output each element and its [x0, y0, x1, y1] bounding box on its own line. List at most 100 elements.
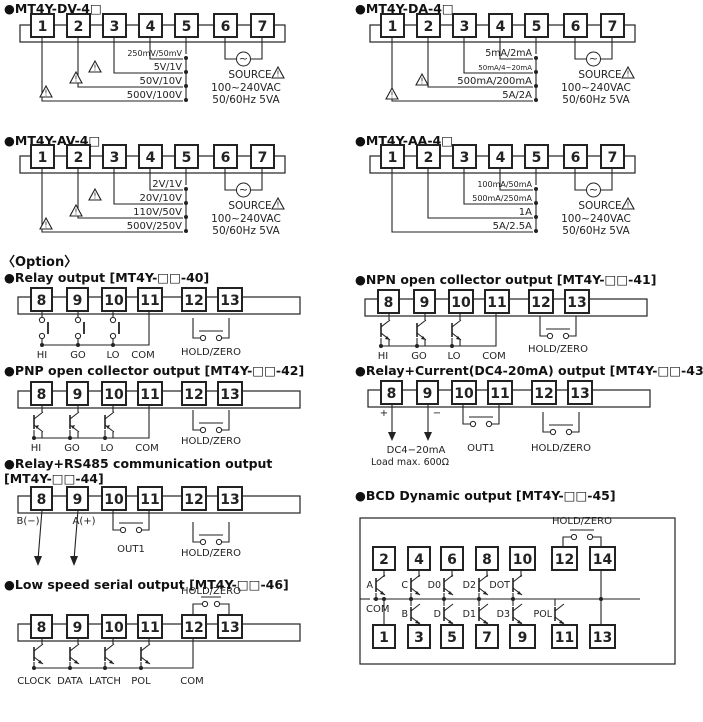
hold-zero-label: HOLD/ZERO — [552, 516, 612, 527]
ac-wave-icon: ~ — [239, 183, 248, 196]
warning-icon-mark: ! — [420, 77, 423, 86]
terminal-label-13: 13 — [220, 293, 239, 309]
transistor-arrow — [109, 660, 114, 664]
terminal-label-7: 7 — [608, 150, 618, 166]
terminal-label-10: 10 — [104, 492, 124, 508]
terminal-label-11: 11 — [490, 386, 509, 402]
terminal-label-4: 4 — [146, 150, 156, 166]
common-wire — [381, 313, 497, 347]
hold-wire — [542, 412, 551, 433]
terminal-label-9: 9 — [73, 492, 83, 508]
terminal-10 — [101, 486, 127, 511]
range-wire — [391, 99, 533, 102]
signal-arrow-icon — [34, 556, 42, 566]
warning-icon-mark: ! — [74, 208, 77, 217]
source-frequency: 50/60Hz 5VA — [562, 94, 630, 106]
warning-icon — [415, 72, 429, 86]
option-heading: 〈Option〉 — [2, 255, 78, 270]
bcd-com-label: COM — [366, 604, 389, 615]
hold-contact — [201, 600, 209, 608]
range-label: 500V/100V — [127, 90, 182, 101]
hold-wire — [592, 536, 602, 547]
terminal-13 — [217, 614, 243, 639]
range-label: 100mA/50mA — [477, 180, 532, 189]
hold-contact — [485, 420, 493, 428]
terminal-label-5: 5 — [447, 630, 457, 646]
terminal-label-1: 1 — [38, 19, 48, 35]
transistor-arrow — [71, 425, 75, 429]
terminal-label-6: 6 — [571, 19, 581, 35]
relay-contact — [74, 332, 82, 340]
hold-wire — [562, 536, 572, 547]
title-dv: ●MT4Y-DV-4□ — [4, 1, 102, 16]
terminal-label-8: 8 — [37, 492, 47, 508]
bcd-label-d0: D0 — [428, 580, 441, 591]
warning-icon — [69, 70, 83, 84]
hold-contact — [199, 538, 207, 546]
hold-wire — [192, 410, 201, 431]
terminal-label-2: 2 — [74, 19, 84, 35]
range-label: 500mA/250mA — [472, 194, 532, 203]
warning-icon-mark: ! — [276, 70, 279, 79]
hold-wire — [221, 318, 230, 339]
relay-contact — [38, 332, 46, 340]
range-label: 2V/1V — [152, 179, 182, 190]
terminal-label-11: 11 — [140, 620, 159, 636]
hold-contact — [546, 332, 554, 340]
terminal-11 — [487, 380, 513, 405]
current-arrow-icon — [388, 432, 396, 441]
range-wire — [77, 216, 183, 219]
hold-contact — [215, 538, 223, 546]
transistor-icon — [104, 411, 115, 420]
terminal-label-5: 5 — [532, 150, 542, 166]
terminal-label-6: 6 — [571, 150, 581, 166]
terminal-label-12: 12 — [555, 552, 574, 568]
warning-icon-mark: ! — [93, 192, 96, 201]
terminal-label-3: 3 — [460, 19, 470, 35]
relay-contact — [74, 316, 82, 324]
terminal-label-13: 13 — [220, 387, 239, 403]
terminal-label-10: 10 — [104, 620, 124, 636]
terminal-label-13: 13 — [567, 295, 586, 311]
common-wire — [34, 405, 150, 439]
bcd-label-b: B — [401, 609, 408, 620]
hold-wire — [219, 603, 230, 615]
terminal-label-4: 4 — [414, 552, 424, 568]
terminal-label-9: 9 — [73, 387, 83, 403]
terminal-10 — [509, 546, 536, 571]
range-label: 5mA/2mA — [485, 48, 532, 59]
range-label: 5A/2A — [502, 90, 532, 101]
range-wire — [149, 57, 183, 60]
transistor-arrow — [35, 425, 39, 429]
hold-contact — [469, 420, 477, 428]
terminal-label-2: 2 — [379, 552, 389, 568]
transistor-icon — [554, 603, 565, 612]
range-wire — [41, 230, 183, 233]
transistor-arrow — [385, 336, 390, 340]
terminal-label-8: 8 — [482, 552, 492, 568]
source-voltage: 100~240VAC — [211, 213, 281, 225]
warning-icon-mark: ! — [44, 221, 47, 230]
warning-icon — [39, 84, 53, 98]
range-label: 500mA/200mA — [457, 76, 532, 87]
terminal-12 — [531, 380, 557, 405]
title-rs485-output-model: [MT4Y-□□-44] — [4, 471, 104, 486]
terminal-13 — [567, 380, 593, 405]
title-bcd-output: ●BCD Dynamic output [MT4Y-□□-45] — [355, 488, 616, 503]
transistor-icon — [443, 574, 454, 583]
serial-label-clock: CLOCK — [17, 676, 51, 687]
hold-contact — [562, 332, 570, 340]
transistor-arrow — [483, 591, 488, 595]
terminal-13 — [564, 289, 590, 314]
source-voltage: 100~240VAC — [561, 82, 631, 94]
bcd-label-d: D — [434, 609, 441, 620]
hold-contact — [199, 334, 207, 342]
title-relay-output: ●Relay output [MT4Y-□□-40] — [4, 270, 210, 285]
terminal-label-13: 13 — [593, 630, 612, 646]
transistor-arrow — [106, 425, 110, 429]
transistor-icon — [69, 411, 80, 420]
warning-icon-mark: ! — [626, 70, 629, 79]
terminal-label-12: 12 — [184, 492, 203, 508]
ac-source-icon — [586, 51, 601, 67]
warning-icon — [39, 216, 53, 230]
